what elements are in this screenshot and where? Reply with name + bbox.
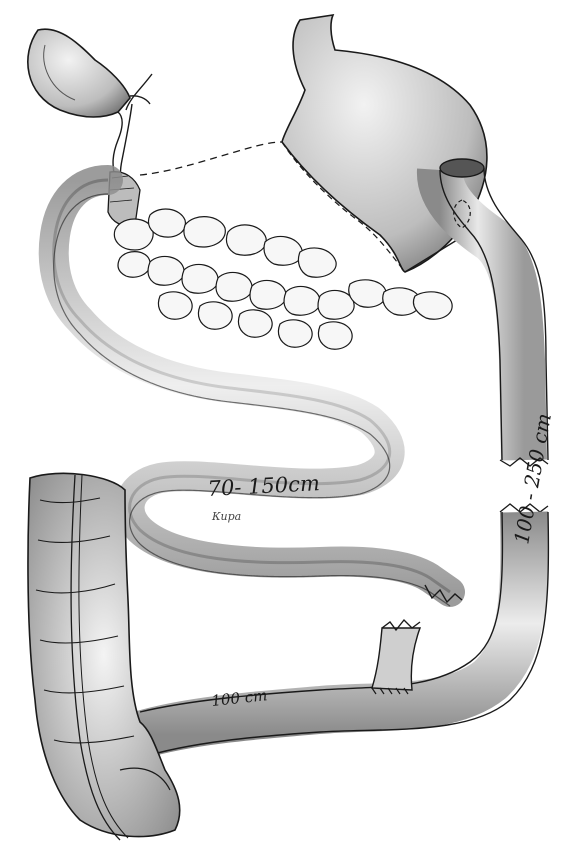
artist-signature: Кира [211,510,241,523]
